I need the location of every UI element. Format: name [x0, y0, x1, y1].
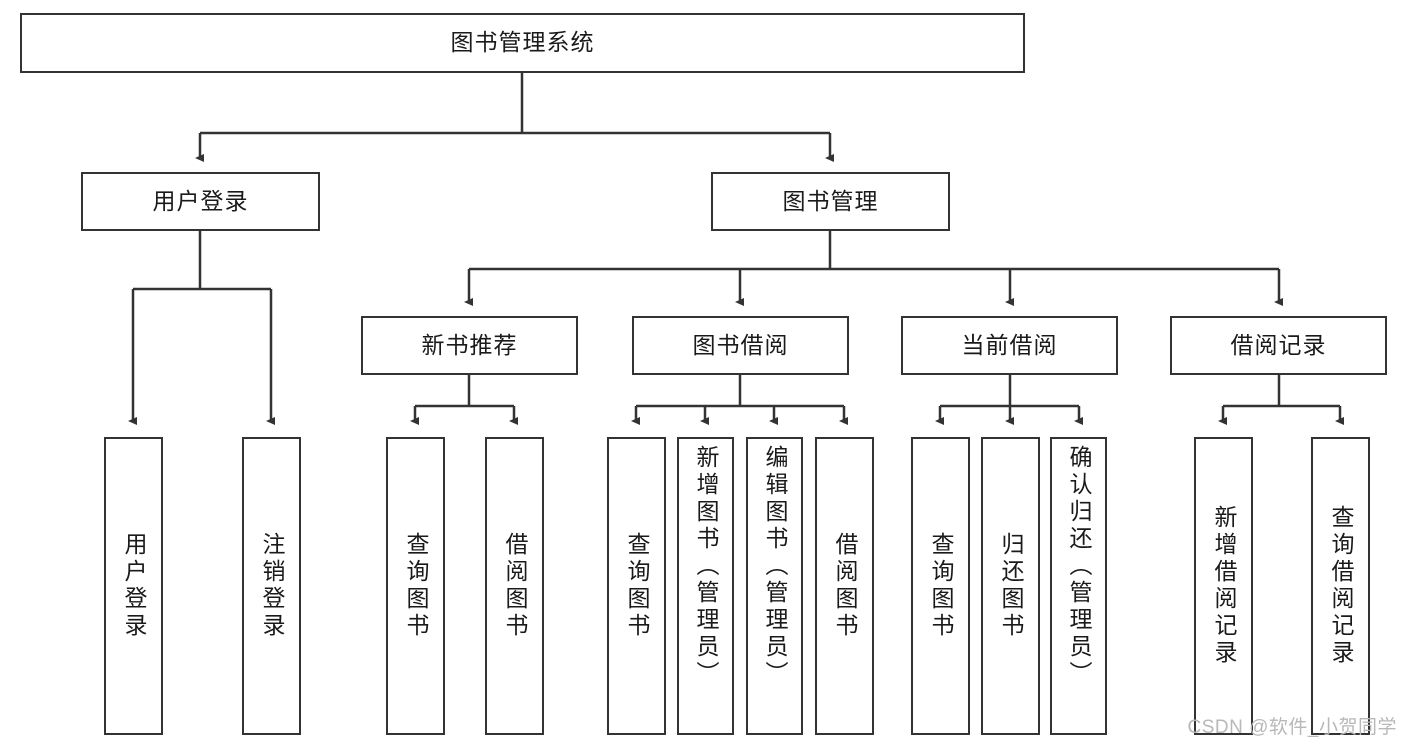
- node-new-book-recommend-label: 新书推荐: [421, 331, 518, 358]
- leaf-user-login-logout[interactable]: 注销登录: [242, 437, 301, 735]
- leaf-current-return-book[interactable]: 归还图书: [981, 437, 1040, 735]
- node-book-management-label: 图书管理: [782, 187, 879, 214]
- leaf-new-book-query-book[interactable]: 查询图书: [386, 437, 445, 735]
- leaf-label: 查询图书: [403, 532, 429, 640]
- leaf-label: 归还图书: [998, 532, 1024, 640]
- leaf-user-login-login[interactable]: 用户登录: [104, 437, 163, 735]
- leaf-label: 新增图书（管理员）: [693, 445, 719, 688]
- leaf-borrow-edit-book-admin[interactable]: 编辑图书（管理员）: [746, 437, 803, 735]
- node-root-label: 图书管理系统: [450, 29, 595, 56]
- csdn-watermark: CSDN @软件_小贺同学: [1187, 717, 1397, 738]
- node-new-book-recommend[interactable]: 新书推荐: [361, 316, 578, 375]
- node-current-borrow-label: 当前借阅: [961, 331, 1058, 358]
- node-borrow-record-label: 借阅记录: [1230, 331, 1327, 358]
- node-root-book-management-system[interactable]: 图书管理系统: [20, 13, 1025, 73]
- leaf-borrow-borrow-book[interactable]: 借阅图书: [815, 437, 874, 735]
- leaf-record-query-record[interactable]: 查询借阅记录: [1311, 437, 1370, 735]
- leaf-label: 查询图书: [624, 532, 650, 640]
- node-book-management[interactable]: 图书管理: [711, 172, 950, 231]
- leaf-label: 用户登录: [121, 532, 147, 640]
- leaf-label: 查询借阅记录: [1328, 505, 1354, 667]
- leaf-current-confirm-return-admin[interactable]: 确认归还（管理员）: [1050, 437, 1107, 735]
- node-user-login-label: 用户登录: [152, 187, 249, 214]
- node-user-login[interactable]: 用户登录: [81, 172, 320, 231]
- leaf-label: 新增借阅记录: [1211, 505, 1237, 667]
- leaf-current-query-book[interactable]: 查询图书: [911, 437, 970, 735]
- node-current-borrow[interactable]: 当前借阅: [901, 316, 1118, 375]
- leaf-label: 注销登录: [259, 532, 285, 640]
- leaf-label: 借阅图书: [832, 532, 858, 640]
- leaf-label: 编辑图书（管理员）: [762, 445, 788, 688]
- node-borrow-record[interactable]: 借阅记录: [1170, 316, 1387, 375]
- leaf-new-book-borrow-book[interactable]: 借阅图书: [485, 437, 544, 735]
- leaf-label: 借阅图书: [502, 532, 528, 640]
- leaf-record-add-record[interactable]: 新增借阅记录: [1194, 437, 1253, 735]
- leaf-borrow-add-book-admin[interactable]: 新增图书（管理员）: [677, 437, 734, 735]
- node-book-borrow-label: 图书借阅: [692, 331, 789, 358]
- leaf-label: 查询图书: [928, 532, 954, 640]
- leaf-label: 确认归还（管理员）: [1066, 445, 1092, 688]
- node-book-borrow[interactable]: 图书借阅: [632, 316, 849, 375]
- leaf-borrow-query-book[interactable]: 查询图书: [607, 437, 666, 735]
